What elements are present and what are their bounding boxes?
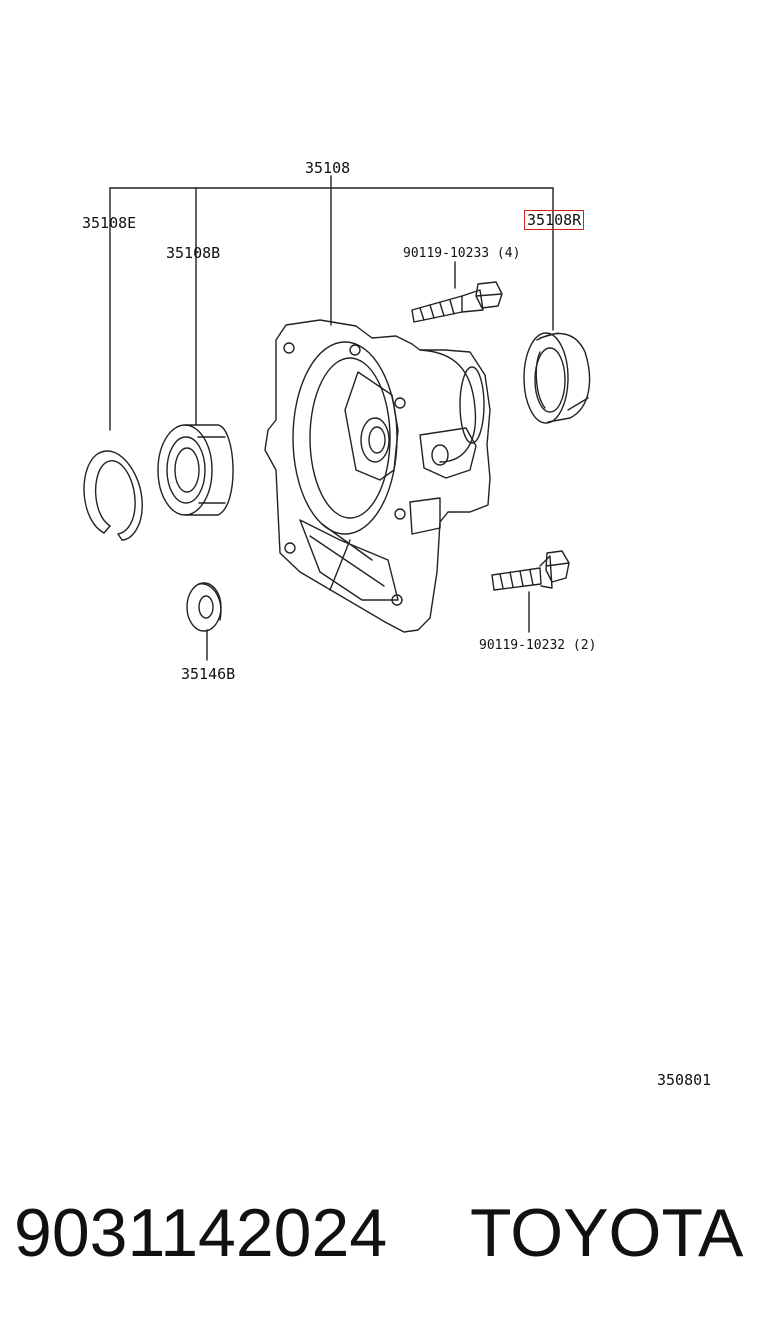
label-snap-ring: 35108E <box>82 214 137 232</box>
label-bolt-lower: 90119-10232 (2) <box>479 638 597 653</box>
bearing-icon <box>157 424 234 516</box>
label-washer: 35146B <box>181 665 236 683</box>
bolt-lower-icon <box>491 550 570 591</box>
leader-lines <box>109 175 554 661</box>
label-oil-seal-highlighted: 35108R <box>524 210 585 230</box>
label-assembly: 35108 <box>305 159 351 177</box>
label-bolt-upper: 90119-10233 (4) <box>403 246 521 261</box>
washer-icon <box>186 582 222 632</box>
brand-name: TOYOTA <box>470 1195 744 1271</box>
oil-seal-icon <box>523 332 591 424</box>
snap-ring-icon <box>83 450 143 541</box>
figure-code: 350801 <box>657 1071 712 1089</box>
housing-icon <box>264 319 491 633</box>
label-bearing: 35108B <box>166 244 221 262</box>
bolt-upper-icon <box>411 281 503 323</box>
part-number: 9031142024 <box>14 1195 388 1271</box>
